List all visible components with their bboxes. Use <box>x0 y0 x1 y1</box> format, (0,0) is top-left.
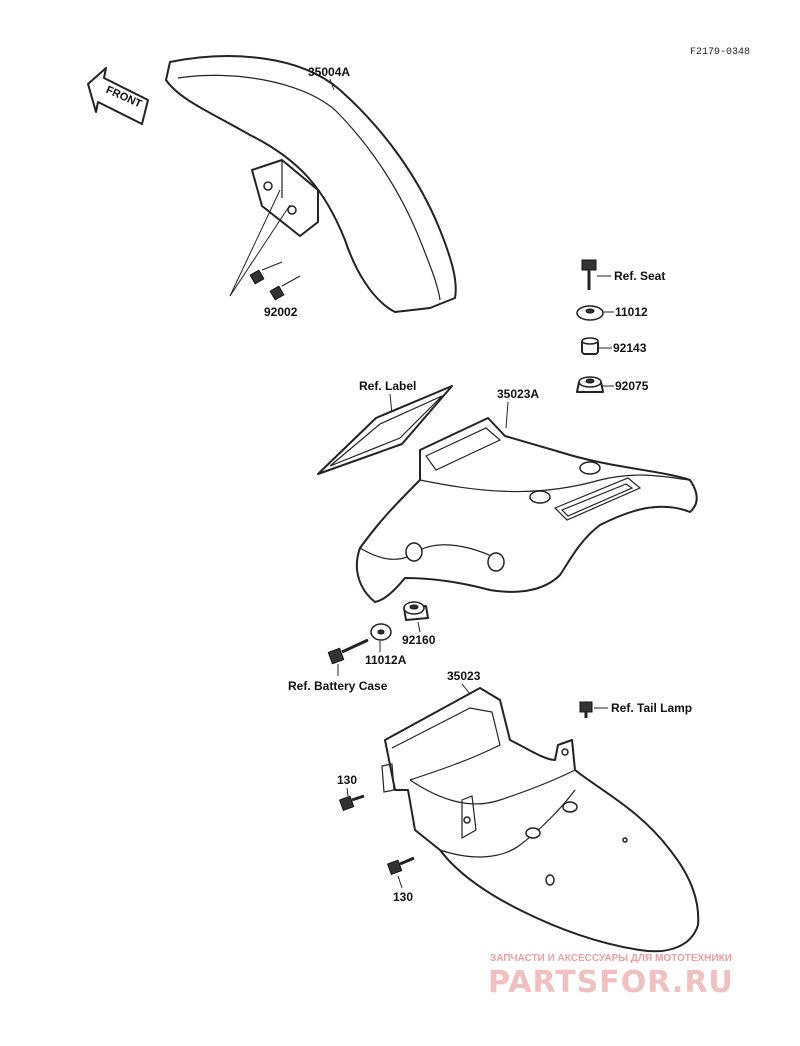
washer-11012a-icon <box>370 623 392 641</box>
bolt-130-lower-label: 130 <box>393 890 413 904</box>
bolt-130-upper-label: 130 <box>337 773 357 787</box>
ref-label-label: Ref. Label <box>359 379 416 393</box>
ref-battery-case-label: Ref. Battery Case <box>288 679 388 693</box>
watermark-brand: PARTSFOR.RU <box>488 965 734 1000</box>
ref-tail-lamp-label: Ref. Tail Lamp <box>611 701 692 715</box>
tail-lamp-bolt-icon <box>579 701 593 718</box>
collar-92143-label: 92143 <box>613 341 647 355</box>
front-fender <box>165 55 457 313</box>
front-bolts <box>229 189 301 301</box>
watermark-tagline: ЗАПЧАСТИ И АКСЕССУАРЫ ДЛЯ МОТОТЕХНИКИ <box>490 953 732 964</box>
grommet-92075-label: 92075 <box>615 379 649 393</box>
bolt-130-upper-icon <box>338 794 365 811</box>
rear-fender-lower <box>381 687 700 953</box>
rear-fender-lower-label: 35023 <box>447 669 481 683</box>
ref-seat-label: Ref. Seat <box>614 269 665 283</box>
washer-11012-label: 11012 <box>615 305 648 319</box>
rear-fender-upper <box>355 417 698 603</box>
label-sticker <box>317 385 453 475</box>
diagram-code: F2179-0348 <box>690 47 750 58</box>
rear-fender-upper-label: 35023A <box>497 387 539 401</box>
front-bolts-label: 92002 <box>264 305 298 319</box>
grommet-92160-icon <box>403 601 429 621</box>
grommet-92160-label: 92160 <box>402 633 436 647</box>
seat-bolt-icon <box>581 259 597 290</box>
front-fender-label: 35004A <box>308 65 350 79</box>
collar-92143-icon <box>581 337 599 355</box>
grommet-92075-icon <box>576 376 604 393</box>
battery-case-bolt-icon <box>327 638 369 665</box>
washer-11012a-label: 11012A <box>365 653 407 667</box>
washer-11012-icon <box>576 305 604 321</box>
front-arrow-icon: FRONT <box>87 67 149 125</box>
bolt-130-lower-icon <box>386 856 415 875</box>
